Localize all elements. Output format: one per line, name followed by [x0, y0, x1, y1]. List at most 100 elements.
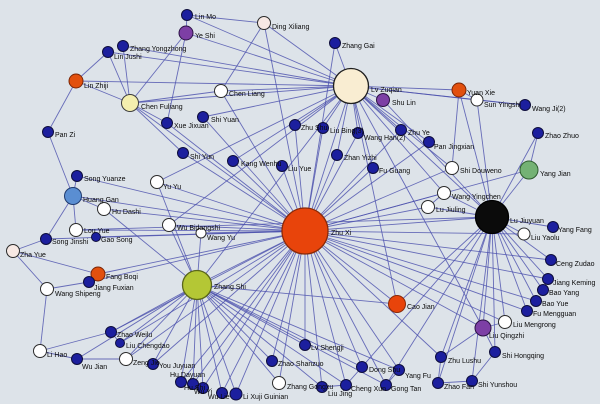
node-bao-yang — [537, 284, 549, 296]
edge-zha-yue--fang-boqi — [12, 250, 99, 275]
label-lin-zhiji: Lin Zhiji — [84, 83, 109, 90]
edge-zhang-shi--hu-shi — [192, 284, 198, 385]
label-xue-jixuan: Xue Jixuan — [174, 123, 209, 130]
node-zeng-jie — [119, 352, 133, 366]
node-chen-fuliang — [121, 94, 139, 112]
label-shu-lin: Shu Lin — [392, 100, 416, 107]
label-zhang-yongzhong: Zhang Yongzhong — [130, 46, 187, 53]
label-hu-dashi: Hu Dashi — [112, 209, 141, 216]
node-jiang-fuxian — [83, 276, 95, 288]
node-wu-bidangshi — [162, 218, 176, 232]
label-yang-jian: Yang Jian — [540, 171, 571, 178]
edge-zhu-xi--yang-fu — [304, 230, 400, 371]
edge-lv-zuqian--shi-yuan — [202, 85, 352, 118]
node-yang-jian — [519, 160, 539, 180]
edge-lv-zuqian--lin-jushi — [107, 51, 352, 87]
node-zhang-gai — [329, 37, 341, 49]
edge-zhang-shi--gong-tan — [196, 284, 387, 386]
label-liu-yaolu: Liu Yaolu — [531, 235, 560, 242]
label-jiang-fuxian: Jiang Fuxian — [94, 285, 134, 292]
label-lv-shengji: Lv Shengji — [311, 345, 344, 352]
label-zhang-shi: Zhang Shi — [214, 284, 246, 291]
node-zhu-xi — [281, 207, 329, 255]
label-gao-song: Gao Song — [101, 237, 133, 244]
edge-zhu-xi--fu-mengguan — [304, 230, 528, 312]
label-jiang-keming: Jiang Keming — [553, 280, 596, 287]
edge-zhang-shi--cao-jian — [196, 284, 398, 305]
label-pan-zi: Pan Zi — [55, 132, 76, 139]
edge-lu-jiuyuan--shu-lin — [382, 99, 493, 218]
edge-lu-jiuyuan--shi-yunshou — [471, 216, 493, 382]
edge-zhang-shi--zhao-weilu — [110, 284, 198, 333]
node-lin-mo — [181, 9, 193, 21]
node-liu-yaolu — [517, 227, 531, 241]
label-shi-yun: Shi Yun — [190, 154, 214, 161]
label-zhu-shu: Zhu Shu — [301, 125, 328, 132]
node-liu-yue — [276, 160, 288, 172]
label-zhu-xi: Zhu Xi — [331, 230, 352, 237]
edge-zhu-xi--wu-yi — [202, 230, 306, 389]
node-zhan-yizhi — [331, 149, 343, 161]
label-pan-jingxian: Pan Jingxian — [434, 144, 474, 151]
edge-zhang-shi--liu-jing — [196, 284, 323, 388]
edge-lu-jiuyuan--shi-hongqing — [491, 216, 496, 353]
edge-lin-mo--ding-xiliang — [186, 14, 265, 24]
edge-lv-zuqian--zhang-shi — [196, 85, 352, 286]
label-you-juyuan: You Juyuan — [159, 363, 195, 370]
edge-zhang-shi--zhang-gongxu — [196, 284, 280, 384]
edge-huang-gan--pan-zi — [47, 131, 74, 197]
edge-zhu-xi--liu-jing — [304, 230, 323, 388]
node-lou-yue — [69, 223, 83, 237]
node-liu-jing — [316, 381, 328, 393]
node-shi-douweno — [445, 161, 459, 175]
edge-zhu-xi--lu-jiuyuan — [304, 216, 493, 232]
node-huang-gan — [64, 187, 82, 205]
label-zhang-gongxu: Zhang Gongxu — [287, 384, 333, 391]
node-jiang-keming — [542, 273, 554, 285]
label-ye-shi: Ye Shi — [195, 33, 215, 40]
edge-zhang-shi--cheng-xun — [196, 284, 347, 386]
edge-zhu-xi--jiang-fuxian — [88, 230, 306, 283]
edge-zhu-xi--liu-qingzhi — [304, 230, 484, 329]
node-shi-hongqing — [489, 346, 501, 358]
edge-lu-jiuyuan--sun-yingshi — [476, 99, 493, 218]
edge-chen-liang--ding-xiliang — [220, 22, 265, 92]
label-zhao-shanzuo: Zhao Shanzuo — [278, 361, 324, 368]
edge-zhang-shi--yu-yu — [156, 181, 198, 286]
node-pan-jingxian — [423, 136, 435, 148]
edge-ye-shi--xue-jixuan — [166, 32, 187, 124]
edge-zha-yue--wang-shipeng — [12, 250, 48, 290]
label-shi-yuan: Shi Yuan — [211, 117, 239, 124]
edge-zhang-shi--wu-lie — [196, 284, 223, 394]
label-wu-bidangshi: Wu Bidangshi — [177, 225, 221, 232]
label-zhao-zhuo: Zhao Zhuo — [545, 133, 579, 140]
node-hu-dashi — [97, 202, 111, 216]
node-gong-tan — [380, 379, 392, 391]
node-cao-jian — [388, 295, 406, 313]
label-lv-zuqian: Lv Zuqian — [371, 87, 402, 94]
node-fu-mengguan — [521, 305, 533, 317]
label-zeng-jie: Zeng Jie — [133, 360, 160, 367]
edge-lv-zuqian--wu-bidangshi — [168, 85, 352, 226]
label-lin-mo: Lin Mo — [195, 14, 216, 21]
edge-zhu-xi--hu-dashi — [103, 208, 306, 232]
label-shi-yunshou: Shi Yunshou — [478, 382, 517, 389]
node-zhao-zhuo — [532, 127, 544, 139]
edge-lv-zuqian--lin-zhiji — [75, 80, 352, 87]
edge-zhang-yongzhong--chen-fuliang — [122, 45, 131, 104]
edge-lu-jiuyuan--dong-shu — [361, 216, 493, 368]
node-liu-chengdao — [115, 338, 125, 348]
edge-zhang-shi--dong-shu — [196, 284, 363, 368]
node-zha-yue — [6, 244, 20, 258]
label-bao-yang: Bao Yang — [549, 290, 579, 297]
edge-lv-zuqian--chen-fuliang — [129, 85, 352, 104]
label-zhan-yizhi: Zhan Yizhi — [344, 155, 377, 162]
edge-zhang-shi--lv-shengji — [196, 284, 306, 346]
edge-zhu-xi--liu-chengdao — [119, 230, 306, 344]
node-chen-liang — [214, 84, 228, 98]
label-wu-lie: Wu Lie — [208, 394, 230, 401]
node-shi-yuan — [197, 111, 209, 123]
edge-lu-jiuyuan--liu-mengrong — [491, 216, 506, 323]
